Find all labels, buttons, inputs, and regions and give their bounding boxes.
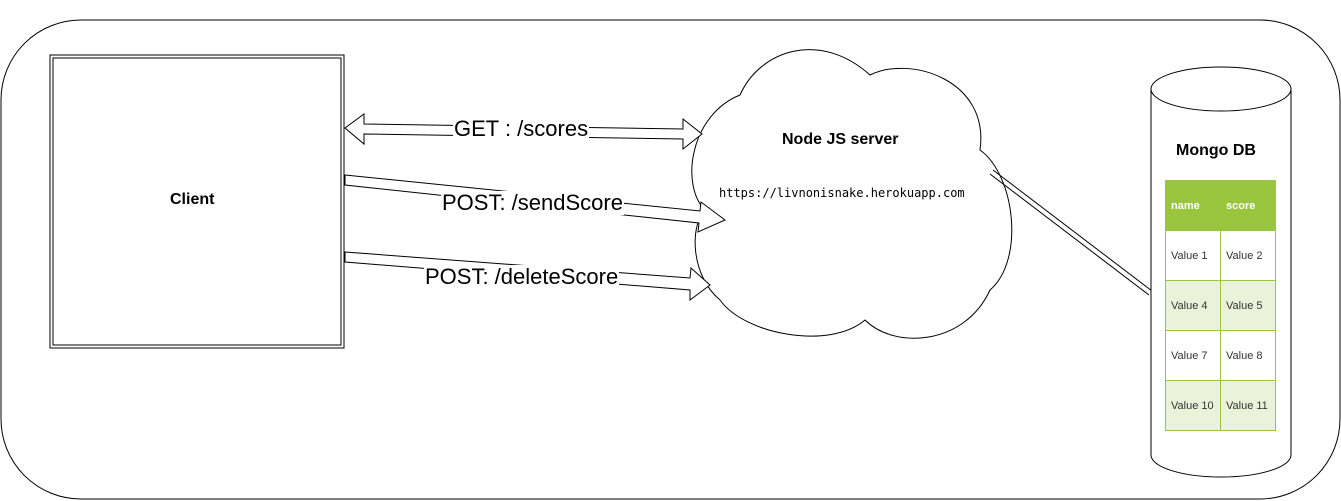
client-label: Client — [170, 191, 215, 208]
database-label: Mongo DB — [1176, 142, 1256, 159]
table-cell: Value 7 — [1165, 330, 1221, 381]
table-cell: Value 1 — [1165, 230, 1221, 281]
server-db-link-b — [989, 173, 1150, 296]
table-row: Value 7 Value 8 — [1165, 330, 1276, 381]
edge-get-scores-label: GET : /scores — [453, 116, 590, 141]
client-box-outer[interactable] — [49, 54, 345, 349]
database-cylinder-rim — [1150, 88, 1292, 112]
column-header: name — [1165, 180, 1221, 231]
table-cell: Value 10 — [1165, 380, 1221, 431]
table-row: Value 4 Value 5 — [1165, 280, 1276, 331]
table-cell: Value 8 — [1220, 330, 1276, 381]
edge-delete-score-label: POST: /deleteScore — [424, 264, 620, 289]
table-cell: Value 11 — [1220, 380, 1276, 431]
table-row: Value 1 Value 2 — [1165, 230, 1276, 281]
table-cell: Value 4 — [1165, 280, 1221, 331]
server-url: https://livnonisnake.herokuapp.com — [719, 186, 965, 200]
table-cell: Value 5 — [1220, 280, 1276, 331]
table-cell: Value 2 — [1220, 230, 1276, 281]
column-header: score — [1220, 180, 1276, 231]
client-box-inner — [52, 57, 342, 346]
scores-table: name score Value 1 Value 2 Value 4 Value… — [1165, 180, 1276, 431]
table-row: Value 10 Value 11 — [1165, 380, 1276, 431]
table-header-row: name score — [1165, 180, 1276, 231]
server-label: Node JS server — [782, 131, 899, 148]
edge-send-score-label: POST: /sendScore — [441, 190, 624, 215]
server-db-link-a — [992, 169, 1153, 292]
